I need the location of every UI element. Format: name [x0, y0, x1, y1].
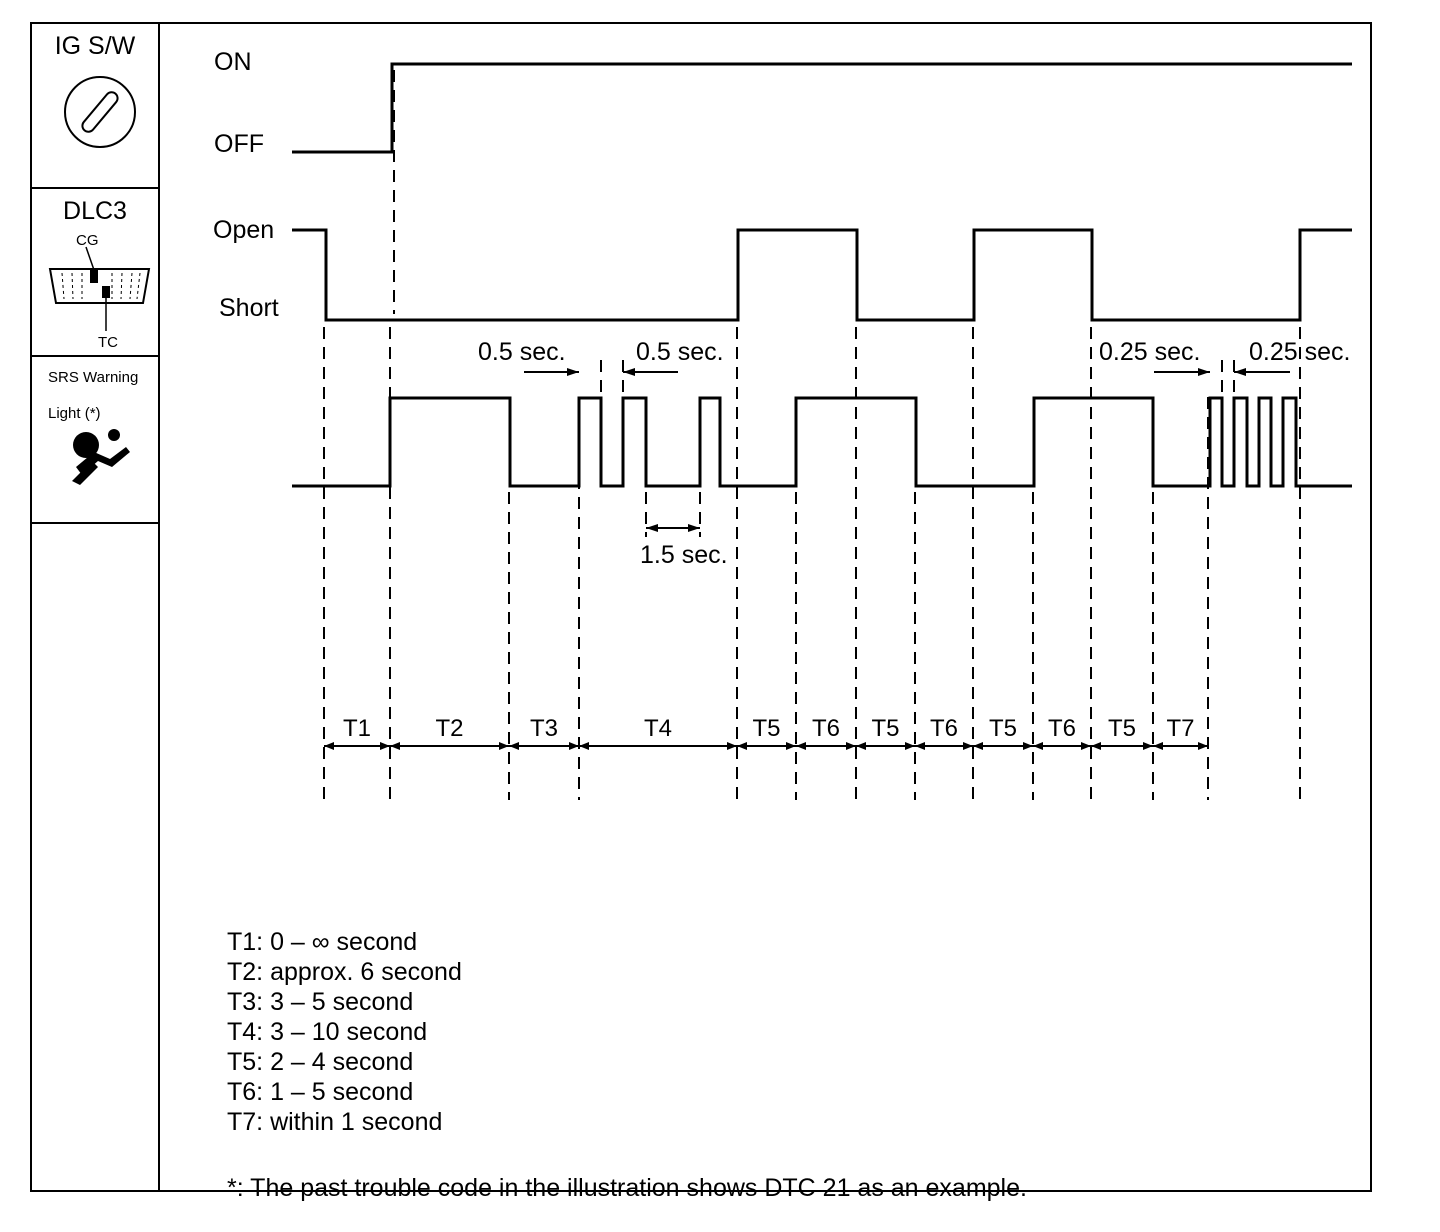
ignition-key-icon: [64, 76, 136, 148]
arrowhead: [915, 742, 925, 750]
half-second-label-right: 0.5 sec.: [636, 338, 724, 366]
srs-warning-label: SRS Warning: [48, 369, 139, 386]
timing-legend: T1: 0 – ∞ second T2: approx. 6 second T3…: [227, 927, 462, 1137]
interval-label: T5: [752, 715, 780, 742]
srs-light-label: Light (*): [48, 405, 101, 422]
legend-item: T7: within 1 second: [227, 1108, 443, 1136]
interval-label: T1: [343, 715, 371, 742]
arrowhead: [846, 742, 856, 750]
quarter-second-label-left: 0.25 sec.: [1099, 338, 1200, 366]
arrowhead: [499, 742, 509, 750]
dlc3-waveform: [292, 228, 1352, 322]
interval-label: T6: [1048, 715, 1076, 742]
tc-terminal-label: TC: [98, 334, 118, 351]
legend-item: T1: 0 – ∞ second: [227, 928, 418, 956]
arrowhead: [963, 742, 973, 750]
dlc3-open-label: Open: [213, 216, 274, 244]
srs-warning-cell: SRS Warning Light (*): [32, 357, 158, 524]
dlc3-cell: DLC3 CG TC: [32, 189, 158, 357]
quarter-second-label-right: 0.25 sec.: [1249, 338, 1350, 366]
arrowhead: [579, 742, 589, 750]
legend-item: T3: 3 – 5 second: [227, 988, 414, 1016]
interval-label: T5: [1108, 715, 1136, 742]
ig-switch-title: IG S/W: [54, 32, 136, 60]
half-second-label-left: 0.5 sec.: [478, 338, 566, 366]
legend-item: T2: approx. 6 second: [227, 958, 462, 986]
arrowhead: [1153, 742, 1163, 750]
interval-arrows: T1 T2 T3 T4 T5 T6 T5 T6 T5 T6 T5 T7: [324, 715, 1208, 750]
interval-label: T6: [812, 715, 840, 742]
cg-terminal-label: CG: [76, 232, 99, 249]
ig-on-label: ON: [214, 48, 252, 76]
interval-label: T4: [644, 715, 672, 742]
arrowhead: [786, 742, 796, 750]
one-and-half-second-label: 1.5 sec.: [640, 541, 728, 569]
legend-item: T5: 2 – 4 second: [227, 1048, 414, 1076]
sidebar: IG S/W DLC3 CG TC: [32, 24, 160, 1190]
ig-off-label: OFF: [214, 130, 264, 158]
interval-label: T5: [871, 715, 899, 742]
pulse-width-dimensions: [524, 360, 1290, 537]
arrowhead: [569, 742, 579, 750]
srs-warning-light-waveform: [292, 396, 1352, 488]
arrowhead: [796, 742, 806, 750]
airbag-warning-icon: [72, 429, 130, 485]
interval-label: T2: [435, 715, 463, 742]
legend-item: T4: 3 – 10 second: [227, 1018, 428, 1046]
arrowhead: [905, 742, 915, 750]
diagram-frame: IG S/W DLC3 CG TC: [30, 22, 1372, 1202]
arrowhead: [509, 742, 519, 750]
arrowhead: [973, 742, 983, 750]
dlc3-connector-icon: [48, 246, 151, 331]
arrowhead: [380, 742, 390, 750]
footnote: *: The past trouble code in the illustra…: [227, 1174, 1027, 1202]
interval-label: T3: [530, 715, 558, 742]
arrowhead: [1033, 742, 1043, 750]
arrowhead: [727, 742, 737, 750]
arrowhead: [1081, 742, 1091, 750]
arrowhead: [324, 742, 334, 750]
arrowhead: [856, 742, 866, 750]
arrowhead: [1143, 742, 1153, 750]
interval-label: T5: [989, 715, 1017, 742]
interval-label: T7: [1166, 715, 1194, 742]
dlc3-short-label: Short: [219, 294, 279, 322]
ig-switch-waveform: [292, 62, 1352, 154]
arrowhead: [1198, 742, 1208, 750]
dlc3-title: DLC3: [63, 197, 127, 225]
arrowhead: [1091, 742, 1101, 750]
legend-item: T6: 1 – 5 second: [227, 1078, 414, 1106]
arrowhead: [737, 742, 747, 750]
arrowhead: [1023, 742, 1033, 750]
ig-switch-cell: IG S/W: [32, 24, 158, 189]
interval-label: T6: [930, 715, 958, 742]
arrowhead: [390, 742, 400, 750]
timing-chart: ON OFF Open Short 0.5 sec. 0.5 sec. 1.5 …: [213, 48, 1352, 800]
